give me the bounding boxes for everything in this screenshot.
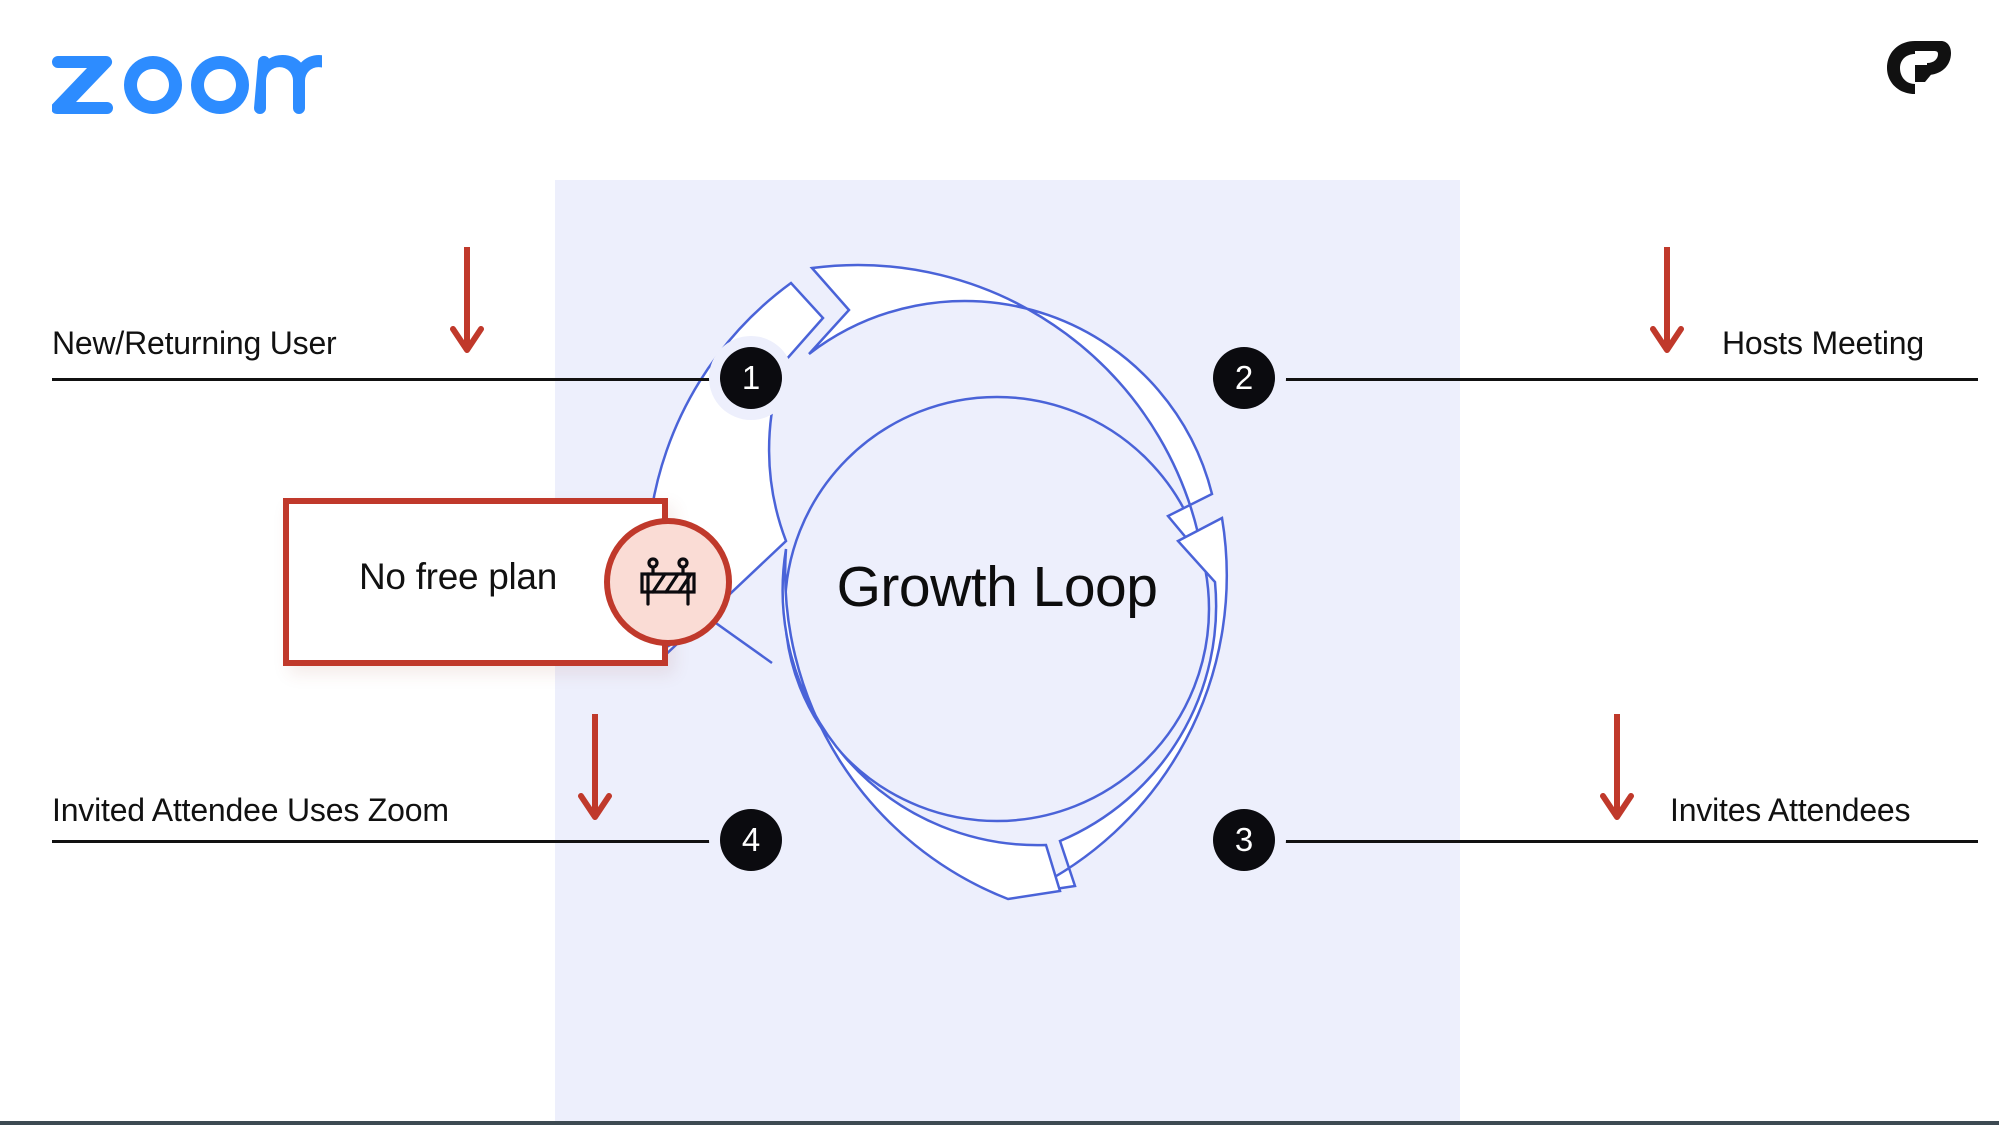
step-number-1: 1	[741, 359, 761, 396]
connector-rule-step-4	[52, 840, 720, 843]
step-label-4: Invited Attendee Uses Zoom	[52, 792, 449, 828]
loop-center-title: Growth Loop	[836, 555, 1158, 619]
arrow-down-icon-step-1	[450, 245, 484, 357]
road-barrier-icon	[604, 518, 732, 646]
step-label-2: Hosts Meeting	[1722, 325, 1924, 361]
arrow-down-icon-step-2	[1650, 245, 1684, 357]
zoom-wordmark-logo	[50, 36, 345, 116]
step-label-3: Invites Attendees	[1670, 792, 1911, 828]
step-badge-3[interactable]: 3	[1213, 809, 1275, 871]
arrow-down-icon-step-4	[578, 712, 612, 824]
loop-segment-4	[781, 548, 1062, 901]
blocker-label: No free plan	[359, 556, 557, 597]
reforge-mark-icon	[1885, 32, 1953, 94]
blocker-callout-box	[283, 498, 668, 666]
loop-segment-2	[808, 263, 1214, 563]
connector-rule-step-3	[1278, 840, 1978, 843]
step-number-4: 4	[741, 821, 761, 858]
step-badge-2[interactable]: 2	[1213, 347, 1275, 409]
step-number-3: 3	[1234, 821, 1254, 858]
step-badge-4[interactable]: 4	[720, 809, 782, 871]
arrow-down-icon-step-3	[1600, 712, 1634, 824]
step-number-2: 2	[1234, 359, 1254, 396]
connector-rule-step-2	[1278, 378, 1978, 381]
connector-rule-step-1	[52, 378, 720, 381]
step-label-1: New/Returning User	[52, 325, 337, 361]
page-footline	[0, 1121, 1999, 1125]
step-badge-1[interactable]: 1	[720, 347, 782, 409]
